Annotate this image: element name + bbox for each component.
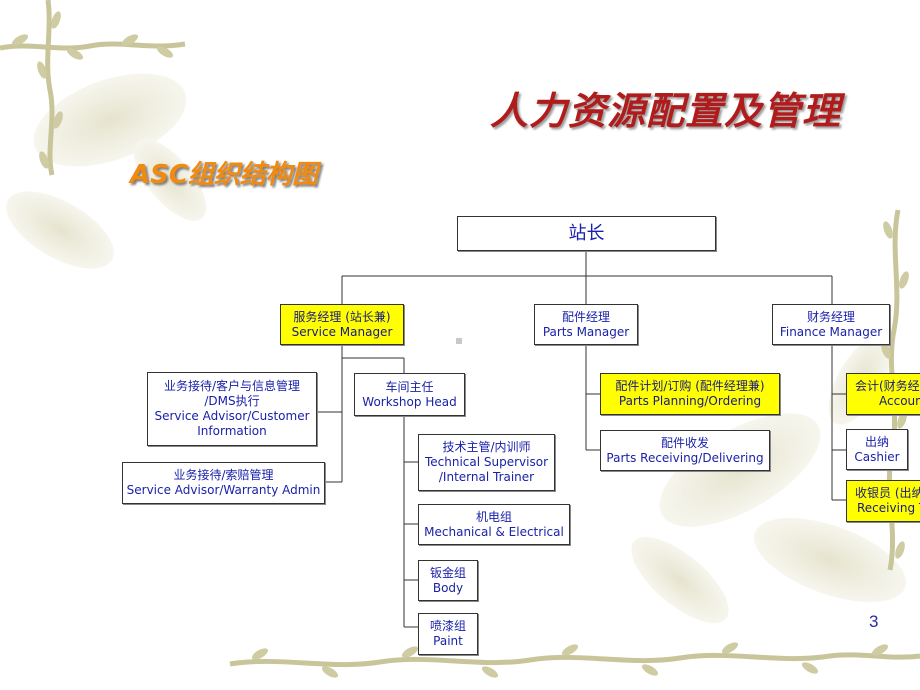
paint-en: Paint — [433, 634, 463, 648]
parts-planning-en: Parts Planning/Ordering — [618, 394, 762, 408]
receiving-teller-box: 收银员 (出纳 Receiving T — [846, 480, 920, 522]
mechanical-electrical-zh: 机电组 — [475, 509, 512, 524]
service-manager-en: Service Manager — [291, 324, 393, 339]
finance-manager-zh: 财务经理 — [806, 309, 855, 324]
workshop-head-zh: 车间主任 — [385, 379, 434, 394]
cashier-box: 出纳 Cashier — [846, 429, 908, 470]
workshop-head-en: Workshop Head — [362, 394, 457, 409]
parts-receiving-en: Parts Receiving/Delivering — [606, 450, 764, 465]
technical-supervisor-box: 技术主管/内训师 Technical Supervisor /Internal … — [418, 434, 555, 491]
service-advisor-info-l4: Information — [197, 424, 267, 438]
finance-manager-box: 财务经理 Finance Manager — [772, 304, 890, 345]
service-advisor-warranty-box: 业务接待/索赔管理 Service Advisor/Warranty Admin — [122, 462, 325, 504]
workshop-head-box: 车间主任 Workshop Head — [354, 373, 465, 416]
parts-receiving-box: 配件收发 Parts Receiving/Delivering — [600, 430, 770, 471]
mechanical-electrical-box: 机电组 Mechanical & Electrical — [418, 504, 570, 545]
parts-manager-en: Parts Manager — [542, 324, 630, 339]
finance-manager-en: Finance Manager — [779, 324, 883, 339]
accountant-zh: 会计(财务经 — [855, 379, 920, 393]
mechanical-electrical-en: Mechanical & Electrical — [424, 524, 564, 539]
accountant-box: 会计(财务经 Accounta — [846, 373, 920, 415]
decorative-dot — [456, 338, 462, 344]
technical-supervisor-en2: /Internal Trainer — [438, 470, 535, 484]
page-number: 3 — [869, 612, 879, 631]
accountant-en: Accounta — [879, 394, 920, 408]
service-manager-zh: 服务经理 (站长兼) — [293, 309, 391, 324]
parts-manager-zh: 配件经理 — [561, 309, 610, 324]
body-en: Body — [432, 580, 464, 595]
slide-title: 人力资源配置及管理 — [490, 89, 842, 133]
receiving-teller-zh: 收银员 (出纳 — [855, 486, 920, 500]
parts-receiving-zh: 配件收发 — [660, 435, 709, 450]
slide-subtitle: ASC组织结构图 — [130, 160, 318, 190]
service-advisor-info-l1: 业务接待/客户与信息管理 — [163, 379, 301, 393]
receiving-teller-en: Receiving T — [857, 501, 920, 515]
parts-manager-box: 配件经理 Parts Manager — [534, 304, 638, 345]
service-advisor-info-l3: Service Advisor/Customer — [154, 409, 310, 423]
root-box-station-head: 站长 — [457, 216, 716, 251]
service-advisor-warranty-zh: 业务接待/索赔管理 — [173, 468, 274, 482]
technical-supervisor-zh: 技术主管/内训师 — [442, 440, 531, 454]
root-label: 站长 — [568, 223, 605, 244]
service-advisor-info-l2: /DMS执行 — [204, 394, 260, 408]
paint-box: 喷漆组 Paint — [418, 613, 478, 655]
technical-supervisor-en1: Technical Supervisor — [424, 455, 549, 469]
parts-planning-zh: 配件计划/订购 (配件经理兼) — [615, 379, 765, 393]
body-zh: 钣金组 — [429, 565, 466, 580]
cashier-zh: 出纳 — [864, 434, 889, 449]
service-advisor-warranty-en: Service Advisor/Warranty Admin — [126, 483, 321, 497]
service-manager-box: 服务经理 (站长兼) Service Manager — [280, 304, 404, 345]
cashier-en: Cashier — [854, 449, 900, 464]
body-box: 钣金组 Body — [418, 560, 478, 601]
paint-zh: 喷漆组 — [429, 619, 466, 633]
service-advisor-info-box: 业务接待/客户与信息管理 /DMS执行 Service Advisor/Cust… — [147, 372, 317, 446]
parts-planning-box: 配件计划/订购 (配件经理兼) Parts Planning/Ordering — [600, 373, 780, 415]
